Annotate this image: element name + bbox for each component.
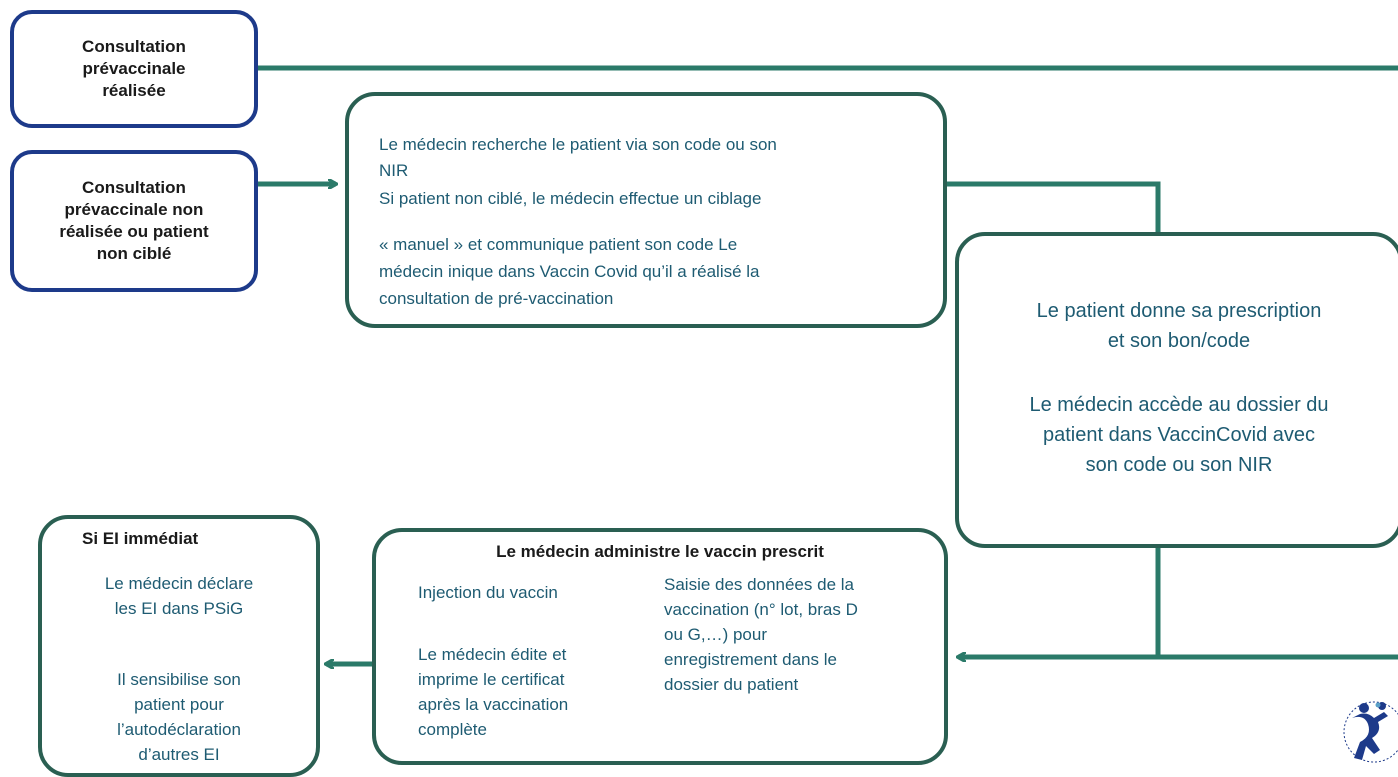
injection-text: Injection du vaccin	[418, 583, 558, 602]
search-line-6: consultation de pré-vaccination	[379, 289, 614, 308]
search-line-2: NIR	[379, 161, 409, 180]
securite-sociale-logo	[1343, 701, 1398, 763]
patient-gives-para-2: Le médecin accède au dossier du patient …	[1029, 394, 1329, 476]
administer-title: Le médecin administre le vaccin prescrit	[496, 542, 824, 561]
search-line-1: Le médecin recherche le patient via son …	[379, 135, 777, 154]
data-entry-text: Saisie des données de la vaccination (n°…	[664, 575, 858, 694]
doctor-search-box: Le médecin recherche le patient via son …	[345, 92, 947, 328]
certificate-text: Le médecin édite et imprime le certifica…	[418, 645, 569, 739]
search-line-5: médecin inique dans Vaccin Covid qu’il a…	[379, 262, 760, 281]
line-search-to-patient-box	[947, 181, 1161, 232]
adverse-sensitize-text: Il sensibilise son patient pour l’autodé…	[117, 670, 241, 764]
search-line-4: « manuel » et communique patient son cod…	[379, 235, 738, 254]
patient-gives-para-1: Le patient donne sa prescription et son …	[1036, 300, 1322, 352]
adverse-event-box: Si EI immédiat Le médecin déclare les EI…	[38, 515, 320, 777]
consultation-done-box: Consultation prévaccinale réalisée	[10, 10, 258, 128]
consultation-not-done-box: Consultation prévaccinale non réalisée o…	[10, 150, 258, 292]
patient-gives-box: Le patient donne sa prescription et son …	[955, 232, 1398, 548]
consultation-done-label: Consultation prévaccinale réalisée	[82, 37, 186, 100]
adverse-declare-text: Le médecin déclare les EI dans PSiG	[104, 574, 254, 618]
adverse-title: Si EI immédiat	[82, 529, 199, 548]
consultation-not-done-label: Consultation prévaccinale non réalisée o…	[59, 178, 209, 263]
search-line-3: Si patient non ciblé, le médecin effectu…	[379, 189, 762, 208]
administer-vaccine-box: Le médecin administre le vaccin prescrit…	[372, 528, 948, 765]
